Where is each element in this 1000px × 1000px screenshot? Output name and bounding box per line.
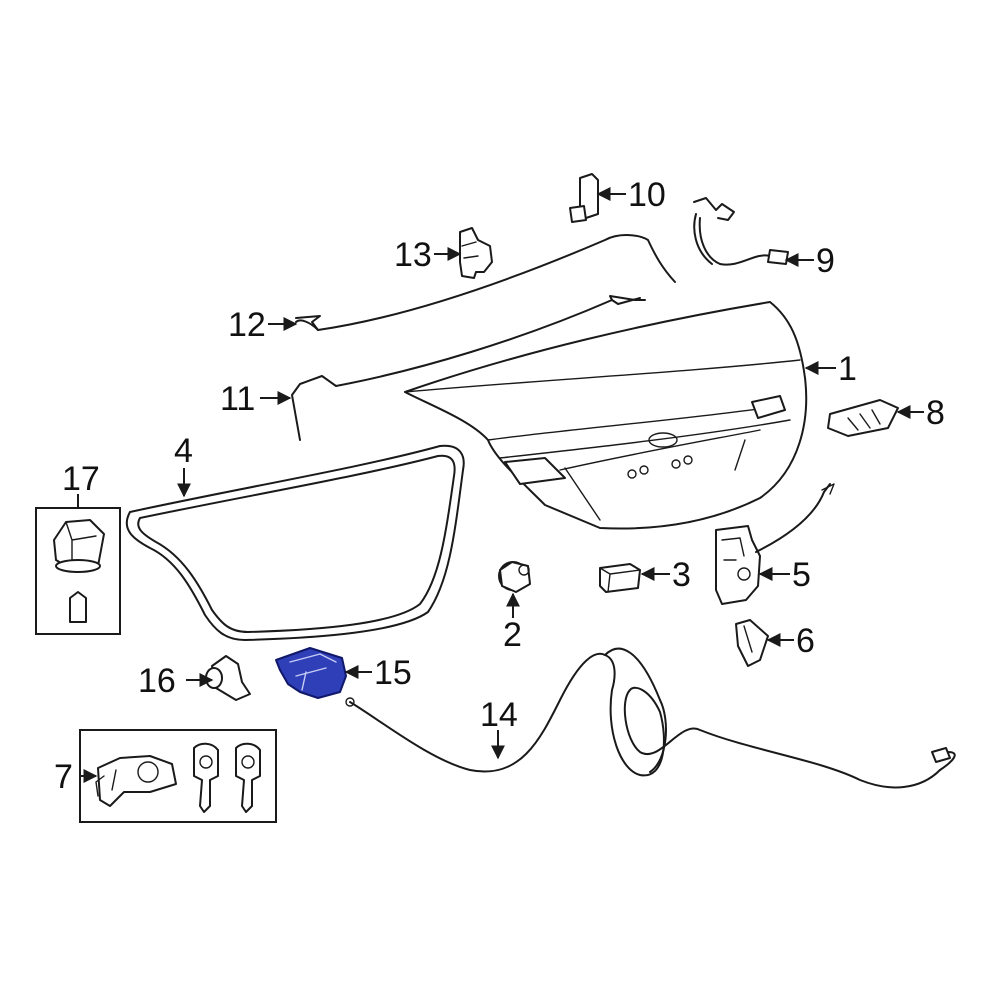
callout-13: 13 bbox=[394, 236, 432, 274]
part-2-cushion[interactable] bbox=[498, 561, 531, 593]
callout-14: 14 bbox=[480, 696, 518, 734]
part-17-box[interactable] bbox=[35, 507, 121, 635]
callout-1: 1 bbox=[838, 350, 857, 388]
callout-17: 17 bbox=[62, 460, 100, 498]
callout-labels: 1 2 3 4 5 6 7 8 9 10 11 12 13 14 15 16 1… bbox=[54, 176, 945, 796]
callout-4: 4 bbox=[174, 432, 193, 470]
callout-9: 9 bbox=[816, 242, 835, 280]
part-11-torsion-bar[interactable] bbox=[291, 295, 646, 441]
callout-10: 10 bbox=[628, 176, 666, 214]
callout-6: 6 bbox=[796, 622, 815, 660]
callout-12: 12 bbox=[228, 306, 266, 344]
callout-15: 15 bbox=[374, 654, 412, 692]
part-15-release-switch[interactable] bbox=[275, 647, 347, 699]
part-10-bumper[interactable] bbox=[569, 173, 599, 223]
part-4-weatherstrip[interactable] bbox=[125, 444, 465, 641]
part-7-lock-set[interactable] bbox=[79, 729, 277, 823]
callout-16: 16 bbox=[138, 662, 176, 700]
part-3-pad[interactable] bbox=[599, 563, 641, 593]
part-6-cover[interactable] bbox=[735, 619, 769, 667]
part-15-body bbox=[275, 647, 347, 699]
part-14-release-cable[interactable] bbox=[345, 647, 956, 789]
part-8-garnish[interactable] bbox=[827, 399, 899, 437]
callout-11: 11 bbox=[220, 380, 255, 418]
part-1-trunk-lid[interactable] bbox=[404, 301, 808, 530]
callout-8: 8 bbox=[926, 394, 945, 432]
callout-5: 5 bbox=[792, 556, 811, 594]
part-15-detail bbox=[289, 653, 337, 691]
leader-lines bbox=[77, 187, 924, 783]
part-5-latch[interactable] bbox=[715, 483, 835, 605]
part-9-wiring-harness[interactable] bbox=[693, 197, 789, 266]
part-12-torsion-bar[interactable] bbox=[295, 234, 676, 331]
part-16-stopper[interactable] bbox=[205, 655, 251, 701]
part-13-hinge[interactable] bbox=[459, 227, 493, 279]
callout-2: 2 bbox=[503, 616, 522, 654]
callout-7: 7 bbox=[54, 758, 73, 796]
callout-3: 3 bbox=[672, 556, 691, 594]
